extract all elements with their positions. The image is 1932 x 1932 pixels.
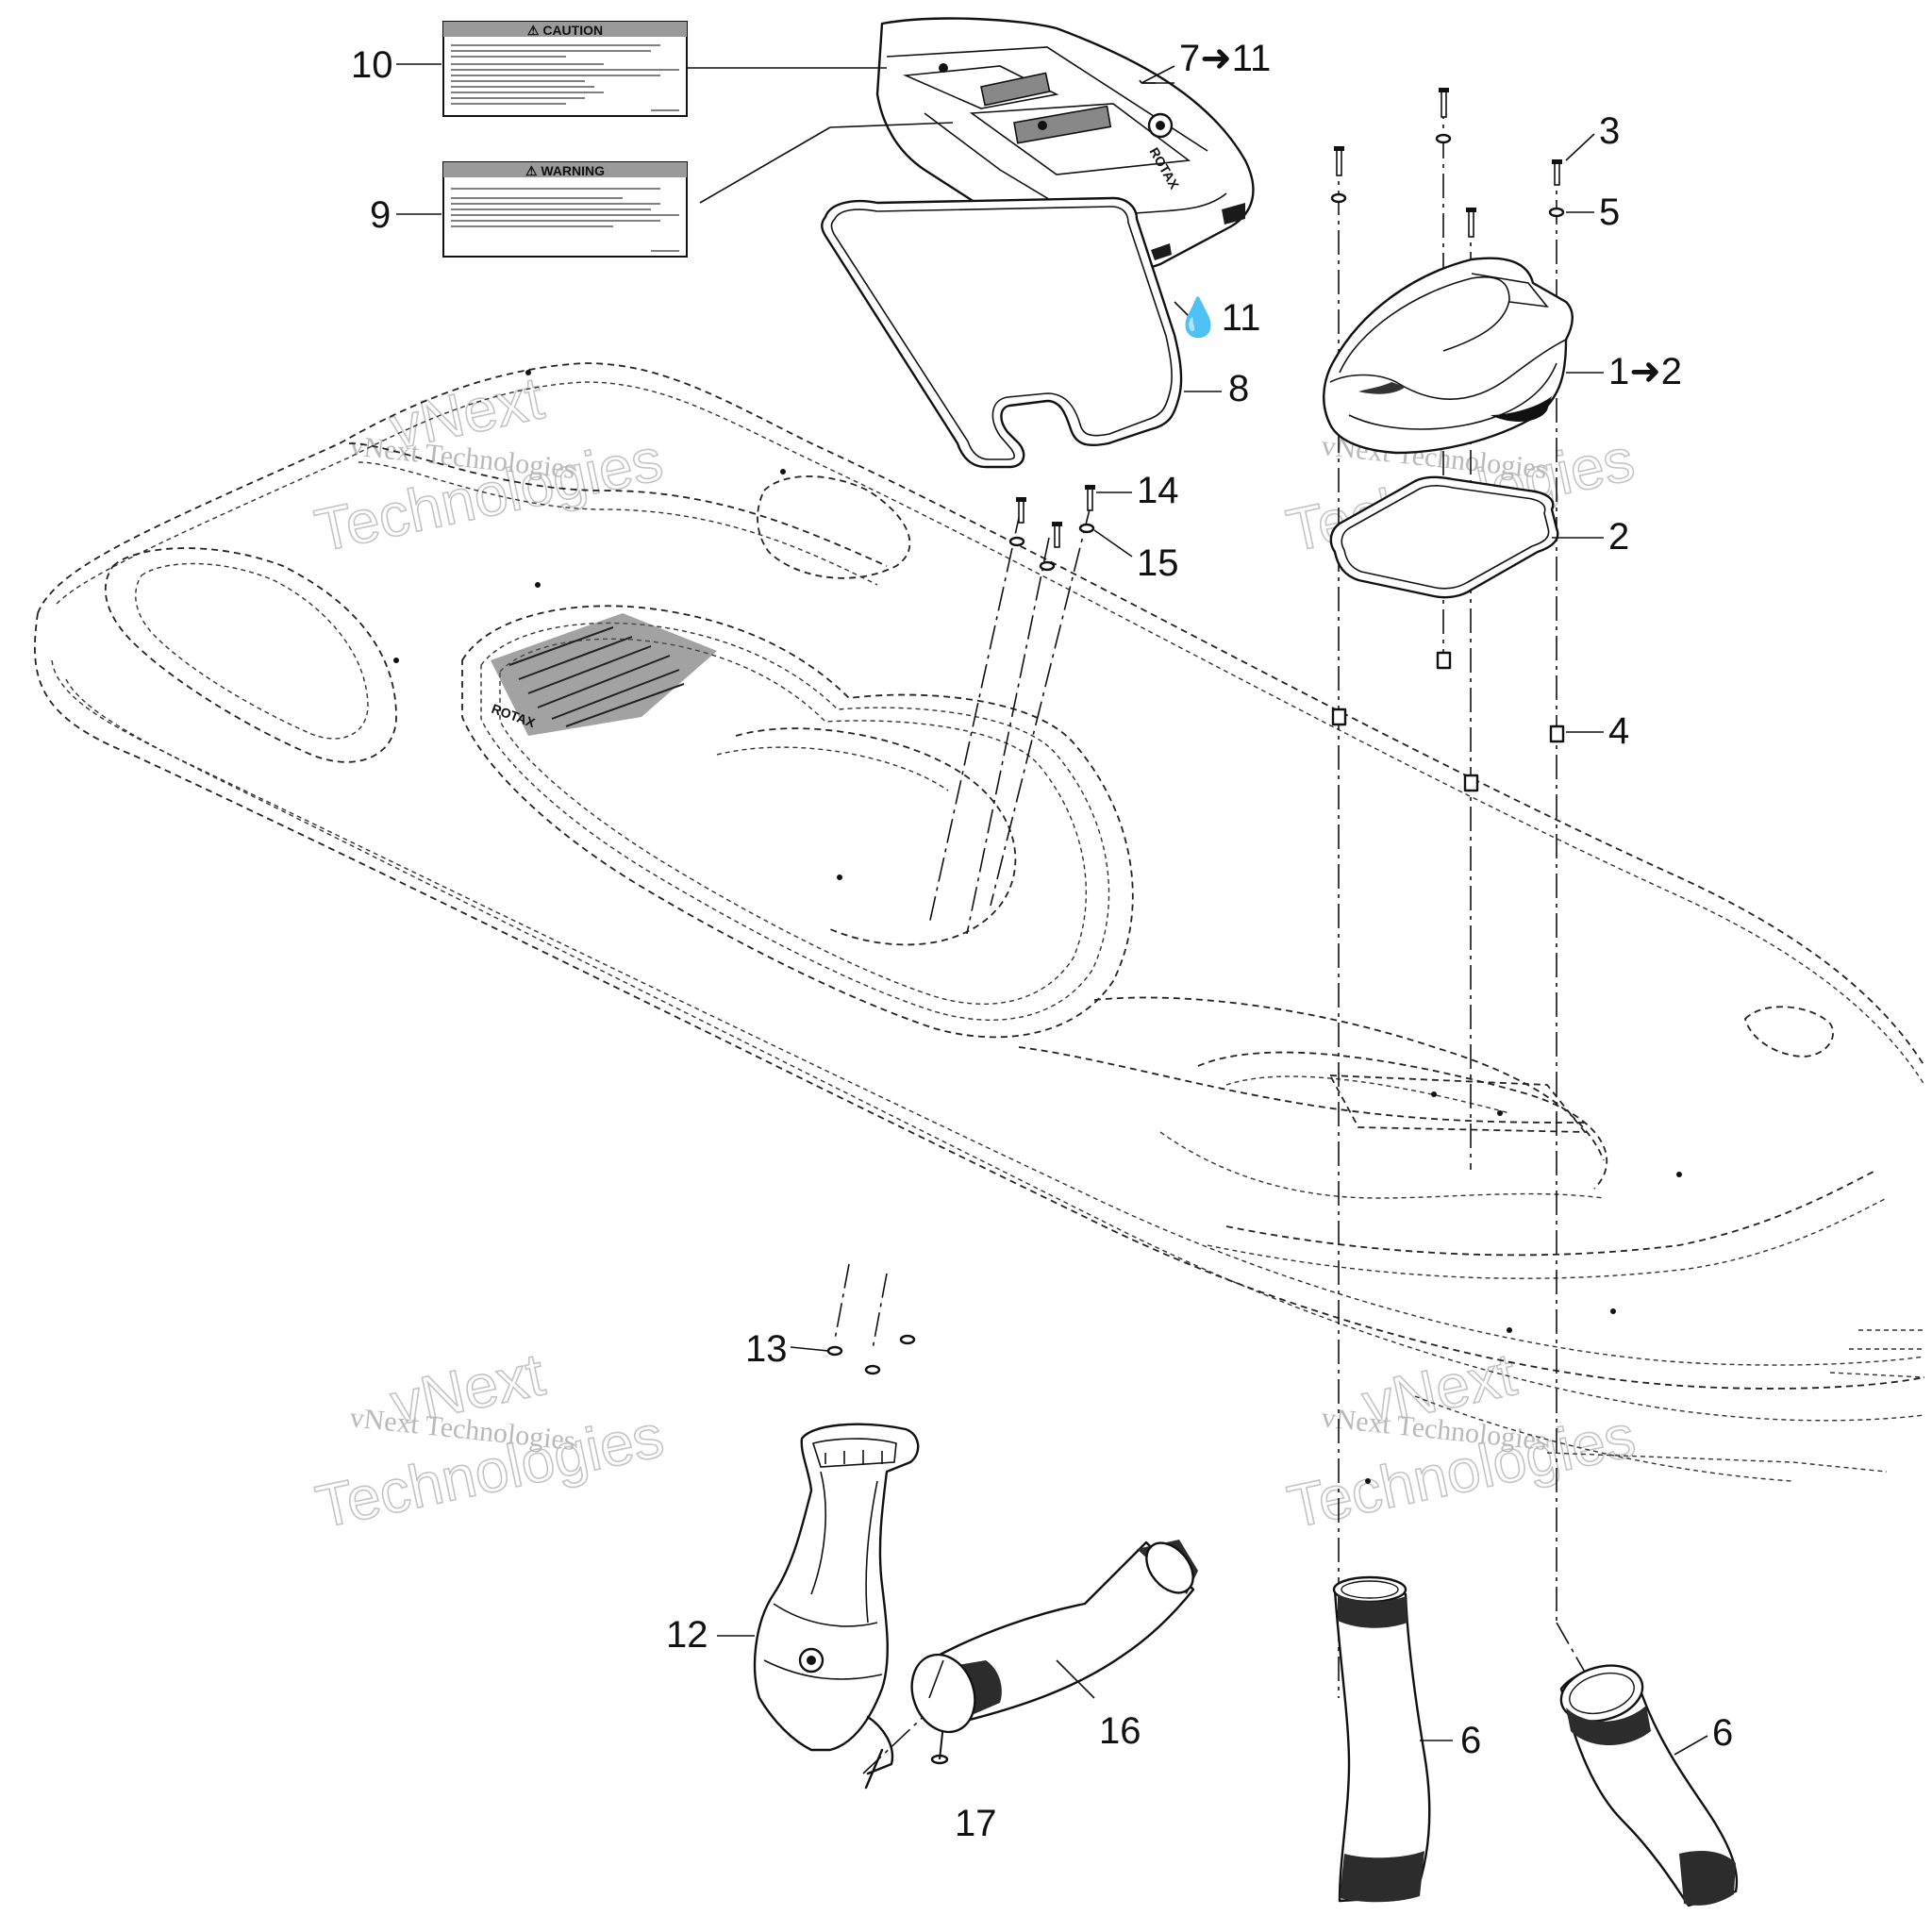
- caution-title: ⚠ CAUTION: [527, 23, 603, 38]
- warning-decal-part-9: ⚠ WARNING: [442, 161, 688, 258]
- callout-8: 8: [1228, 368, 1249, 409]
- callout-1: 1➜2: [1608, 351, 1682, 392]
- cover-gasket-inner: [830, 206, 1173, 460]
- callout-5: 5: [1599, 192, 1620, 233]
- callout-6-right: 6: [1712, 1712, 1733, 1754]
- air-intake-grille: [491, 613, 717, 736]
- grommet-4-a: [1331, 708, 1347, 726]
- screw-3-d: [1552, 159, 1562, 186]
- washer-15-b: [1078, 523, 1095, 534]
- callout-17: 17: [955, 1803, 997, 1844]
- washer-5-b: [1435, 133, 1452, 144]
- washer-15-a: [1008, 536, 1025, 547]
- cover-gasket-part-8: [821, 196, 1183, 469]
- grommet-4-d: [1549, 724, 1565, 743]
- caution-decal-part-10: ⚠ CAUTION: [442, 21, 688, 117]
- washer-13-a: [826, 1345, 843, 1357]
- screw-3-b: [1439, 88, 1449, 118]
- callout-12: 12: [666, 1614, 708, 1656]
- screw-14-c: [1052, 522, 1062, 548]
- callout-8-oil: 💧11: [1174, 295, 1260, 339]
- grommet-4-c: [1463, 774, 1479, 792]
- callout-15: 15: [1137, 542, 1179, 584]
- callout-2: 2: [1608, 516, 1629, 558]
- screw-3-c: [1466, 208, 1476, 238]
- screw-3-a: [1334, 146, 1344, 176]
- washer-13-c: [899, 1334, 916, 1345]
- callout-13: 13: [745, 1328, 788, 1370]
- air-box-part-1: [1323, 257, 1574, 455]
- air-intake-duct-part-12: [753, 1423, 920, 1790]
- screw-14-a: [1016, 497, 1026, 524]
- callout-4: 4: [1608, 710, 1629, 752]
- grommet-4-b: [1436, 651, 1452, 670]
- washer-15-c: [1039, 560, 1056, 572]
- intake-hose-part-16: [910, 1540, 1198, 1734]
- washer-5-a: [1330, 192, 1347, 204]
- leader-lines: [396, 63, 1708, 1756]
- callout-9: 9: [370, 194, 391, 236]
- watercraft-deck-phantom: ROTAX: [34, 362, 1925, 1484]
- hose-part-6-right: [1559, 1664, 1739, 1907]
- callout-10: 10: [351, 44, 393, 86]
- callout-16: 16: [1099, 1710, 1141, 1752]
- washer-5-d: [1548, 207, 1565, 218]
- air-box-gasket-inner: [1341, 485, 1550, 590]
- mounting-points: [393, 370, 1682, 1484]
- screw-14-b: [1085, 485, 1095, 511]
- callouts: 10 9 7➜11 💧11 8 3 5 1➜2 2 4 14 15 13 12 …: [351, 38, 1733, 1844]
- callout-6-left: 6: [1460, 1720, 1481, 1761]
- callout-7: 7➜11: [1179, 38, 1271, 79]
- callout-14: 14: [1137, 470, 1179, 511]
- hose-part-6-left: [1332, 1575, 1431, 1903]
- callout-3: 3: [1599, 110, 1620, 152]
- washer-13-b: [864, 1364, 881, 1375]
- screw-17: [930, 1707, 949, 1765]
- warning-title: ⚠ WARNING: [525, 163, 605, 178]
- fasteners: [826, 88, 1565, 1765]
- engine-cover-part-7: ROTAX: [875, 17, 1255, 273]
